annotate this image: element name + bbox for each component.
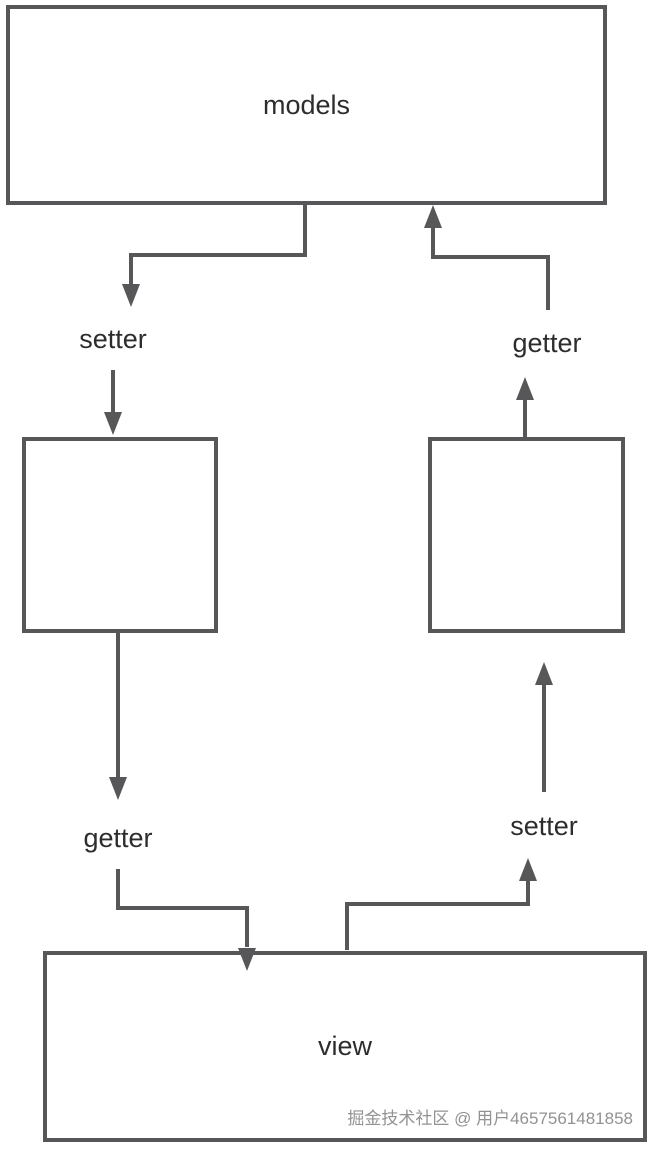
arrow-left-box-to-getter-left [109,633,127,800]
arrow-getter-right-to-models [424,205,550,310]
right-square-box [428,437,625,633]
arrow-right-box-to-getter-right [516,377,534,437]
models-box: models [6,5,607,205]
view-box: view 掘金技术社区 @ 用户4657561481858 [43,951,647,1142]
arrow-view-to-setter-right [345,858,537,950]
models-label: models [262,89,351,120]
setter-label-left: setter [79,324,147,354]
view-label: view [317,1031,372,1061]
watermark-text: 掘金技术社区 @ 用户4657561481858 [347,1109,633,1128]
getter-label-left: getter [83,823,153,853]
arrow-setter-right-to-right-box [535,662,553,792]
left-square-box [22,437,218,633]
arrow-setter-left-to-left-box [104,370,122,435]
setter-label-right: setter [510,811,578,841]
getter-label-right: getter [512,328,582,358]
arrow-models-to-setter-left [122,205,307,307]
